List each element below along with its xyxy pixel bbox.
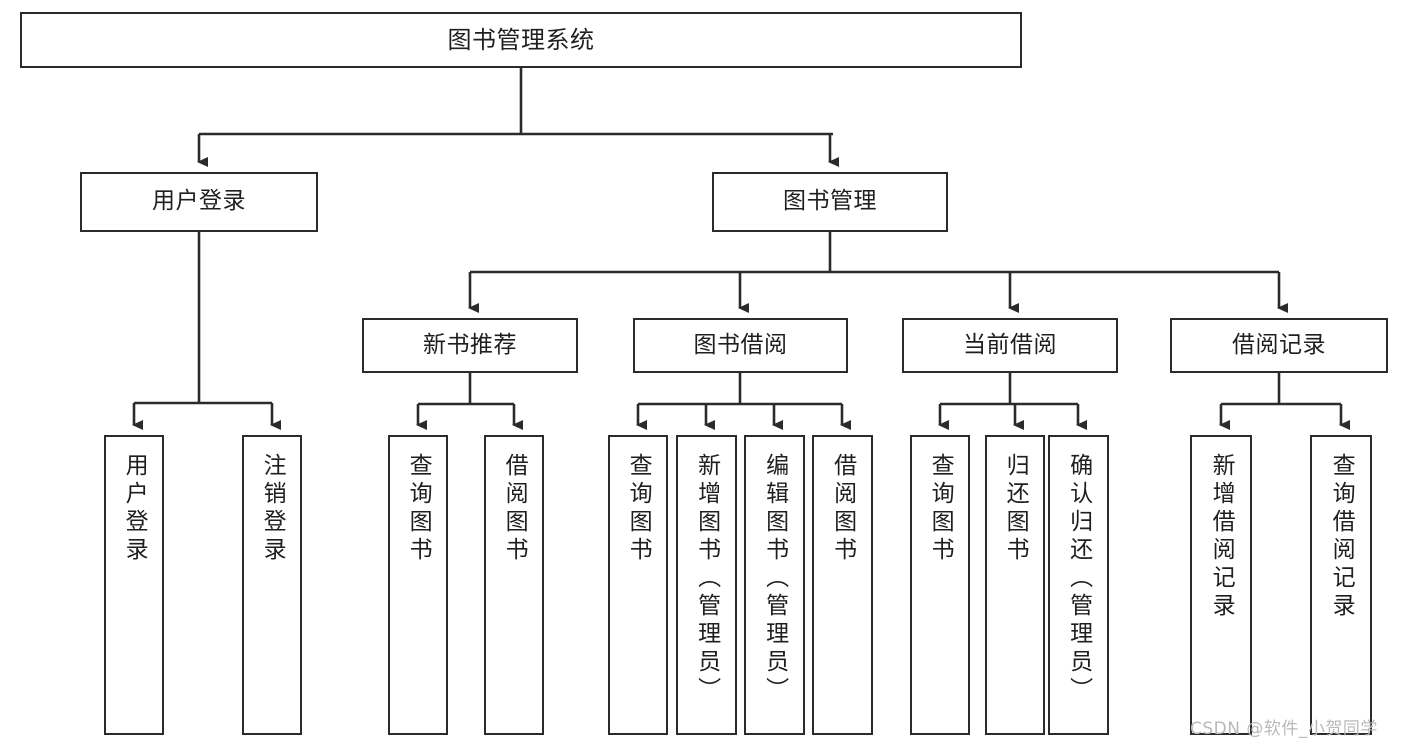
node-label: 借阅图书	[829, 453, 856, 565]
node-borrow-records[interactable]: 借阅记录	[1170, 318, 1388, 373]
node-current-borrow[interactable]: 当前借阅	[902, 318, 1118, 373]
node-label: 查询图书	[405, 453, 432, 565]
csdn-watermark: CSDN @软件_小贺同学	[1190, 719, 1378, 739]
node-root-system[interactable]: 图书管理系统	[20, 12, 1022, 68]
node-label: 用户登录	[121, 453, 148, 565]
node-label: 注销登录	[259, 453, 286, 565]
leaf-query-book-current[interactable]: 查询图书	[910, 435, 970, 735]
leaf-edit-book-admin[interactable]: 编辑图书（管理员）	[744, 435, 805, 735]
leaf-user-login[interactable]: 用户登录	[104, 435, 164, 735]
node-label: 查询图书	[625, 453, 652, 565]
node-user-login[interactable]: 用户登录	[80, 172, 318, 232]
node-label: 当前借阅	[963, 331, 1057, 358]
node-label: 图书管理系统	[447, 25, 595, 54]
node-label: 确认归还（管理员）	[1065, 453, 1092, 705]
node-label: 借阅图书	[501, 453, 528, 565]
leaf-confirm-return-admin[interactable]: 确认归还（管理员）	[1048, 435, 1109, 735]
node-label: 用户登录	[152, 188, 246, 215]
leaf-query-borrow-record[interactable]: 查询借阅记录	[1310, 435, 1372, 735]
leaf-borrow-book-new[interactable]: 借阅图书	[484, 435, 544, 735]
leaf-query-book-new[interactable]: 查询图书	[388, 435, 448, 735]
leaf-add-book-admin[interactable]: 新增图书（管理员）	[676, 435, 737, 735]
node-label: 新增借阅记录	[1208, 453, 1235, 621]
node-label: 归还图书	[1002, 453, 1029, 565]
node-label: 新书推荐	[423, 331, 517, 358]
node-label: 新增图书（管理员）	[693, 453, 720, 705]
node-book-management[interactable]: 图书管理	[712, 172, 948, 232]
leaf-logout[interactable]: 注销登录	[242, 435, 302, 735]
node-label: 编辑图书（管理员）	[761, 453, 788, 705]
node-label: 查询借阅记录	[1328, 453, 1355, 621]
leaf-query-book-borrow[interactable]: 查询图书	[608, 435, 668, 735]
node-label: 图书管理	[783, 188, 877, 215]
node-book-borrow[interactable]: 图书借阅	[633, 318, 848, 373]
leaf-add-borrow-record[interactable]: 新增借阅记录	[1190, 435, 1252, 735]
node-label: 借阅记录	[1232, 331, 1326, 358]
node-label: 图书借阅	[693, 331, 788, 358]
leaf-return-book[interactable]: 归还图书	[985, 435, 1045, 735]
node-new-book-recommend[interactable]: 新书推荐	[362, 318, 578, 373]
leaf-borrow-book[interactable]: 借阅图书	[812, 435, 873, 735]
node-label: 查询图书	[927, 453, 954, 565]
